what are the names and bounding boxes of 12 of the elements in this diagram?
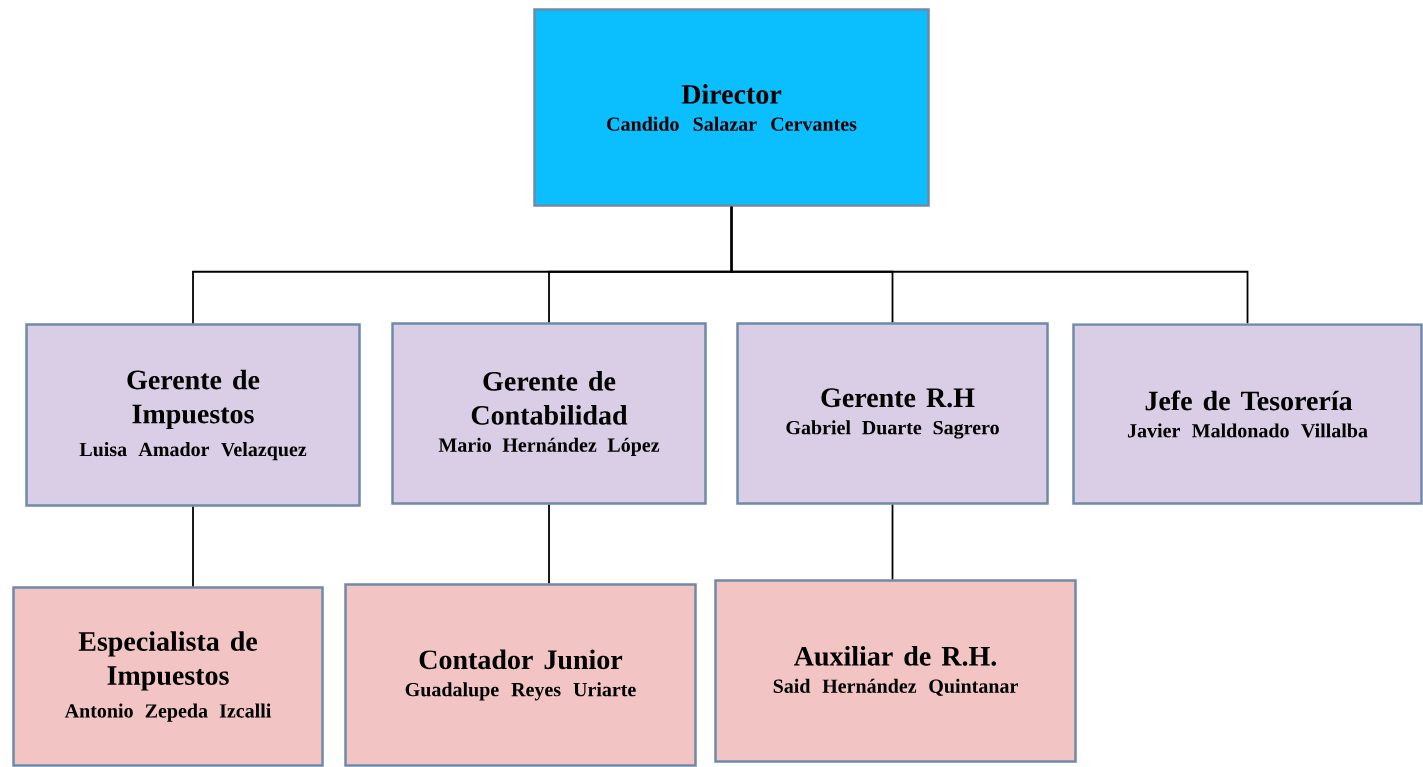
org-box: Especialista de Impuestos Antonio Zepeda Izcalli [12, 586, 324, 767]
org-box: Director Candido Salazar Cervantes [533, 8, 930, 207]
org-box: Gerente de Impuestos Luisa Amador Velazquez [25, 323, 361, 507]
org-box: Gerente R.H Gabriel Duarte Sagrero [736, 322, 1049, 505]
org-box: Auxiliar de R.H. Said Hernández Quintanar [714, 579, 1077, 763]
connector-line [548, 503, 550, 585]
connector-line [730, 205, 1249, 325]
org-box: Jefe de Tesorería Javier Maldonado Villalba [1072, 323, 1423, 505]
org-box: Contador Junior Guadalupe Reyes Uriarte [344, 583, 697, 767]
connector-line [192, 505, 194, 588]
connector-line [891, 503, 894, 581]
org-box: Gerente de Contabilidad Mario Hernández López [391, 322, 707, 505]
